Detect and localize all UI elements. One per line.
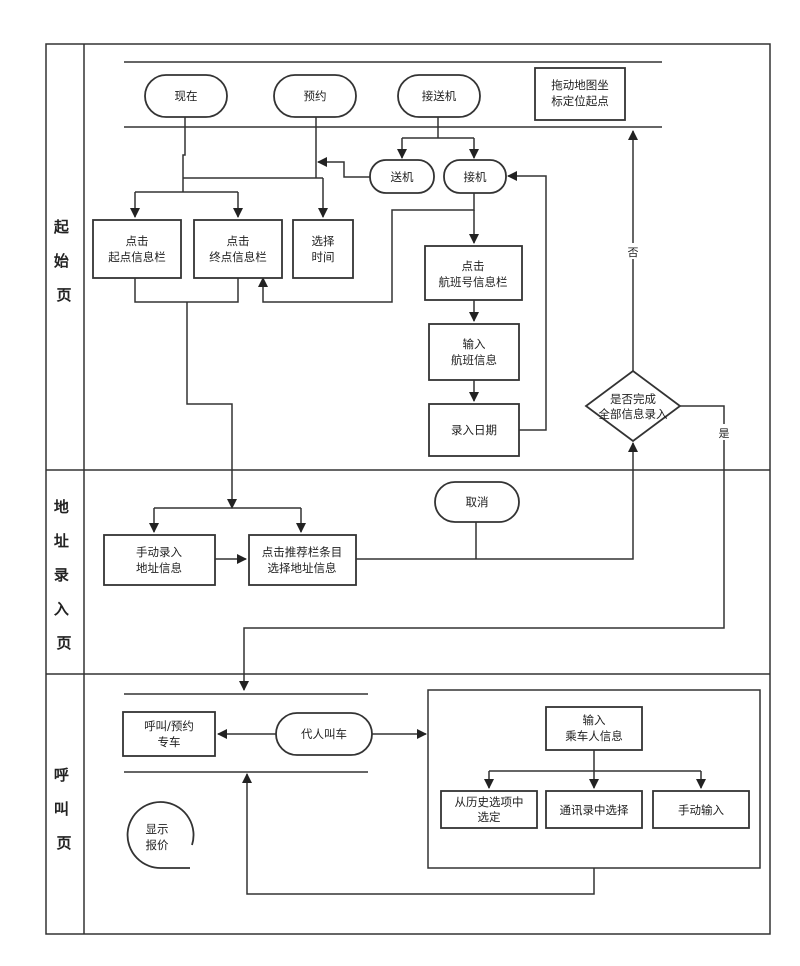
node-cancel [434,481,520,523]
label-drag-map-1: 拖动地图坐 [551,78,609,92]
node-history [440,790,538,829]
label-manual-address-2: 地址信息 [136,561,182,575]
label-now: 现在 [175,89,198,103]
node-reserve [273,74,357,118]
node-contacts [545,790,643,829]
label-proxy-call: 代人叫车 [301,727,347,741]
label-select-time-1: 选择 [312,234,335,248]
label-enter-date: 录入日期 [451,423,497,437]
label-cancel: 取消 [466,495,489,509]
node-manual-input [652,790,750,829]
label-click-flight-2: 航班号信息栏 [439,275,508,289]
swimlane-frame [45,43,771,935]
node-click-suggest [248,534,357,586]
lane-label-address: 地 址 录 入 页 [54,498,74,652]
label-click-end-1: 点击 [227,234,250,248]
label-all-done-1: 是否完成 [610,392,656,406]
node-drag-map [534,67,626,121]
node-pick-up [443,159,507,194]
label-manual-address-1: 手动录入 [136,545,182,559]
label-send-off: 送机 [391,170,414,184]
node-now [144,74,228,118]
node-input-flight [428,323,520,381]
node-proxy-call [275,712,373,756]
node-click-start [92,219,182,279]
label-drag-map-2: 标定位起点 [551,94,609,108]
label-click-suggest-1: 点击推荐栏条目 [262,545,343,559]
label-contacts: 通讯录中选择 [560,803,629,817]
edge-label-no: 否 [628,246,639,259]
label-show-price-2: 报价 [146,838,169,852]
node-enter-date [428,403,520,457]
label-pick-up: 接机 [464,170,487,184]
connectors [130,117,761,895]
lane-label-start: 起 始 页 [53,218,74,304]
label-manual-input: 手动输入 [678,803,724,817]
node-click-end [193,219,283,279]
lane-label-call: 呼 叫 页 [54,766,74,852]
label-click-suggest-2: 选择地址信息 [268,561,337,575]
bracket-lines [124,61,662,773]
node-select-time [292,219,354,279]
node-send-off [369,159,435,194]
label-call-car-1: 呼叫/预约 [144,719,194,733]
node-show-price [126,801,195,869]
node-input-passenger [545,706,643,751]
label-click-start-1: 点击 [126,234,149,248]
node-click-flight [424,245,523,301]
label-show-price-1: 显示 [146,822,169,836]
node-manual-address [103,534,216,586]
label-input-passenger-1: 输入 [583,713,606,727]
label-reserve: 预约 [304,89,327,103]
edge-label-yes: 是 [719,427,730,440]
label-history-1: 从历史选项中 [455,795,524,809]
label-select-time-2: 时间 [312,250,335,264]
label-input-passenger-2: 乘车人信息 [565,729,623,743]
label-input-flight-2: 航班信息 [451,353,497,367]
label-click-flight-1: 点击 [462,259,485,273]
node-call-car [122,711,216,757]
label-click-start-2: 起点信息栏 [108,250,166,264]
label-call-car-2: 专车 [158,735,181,749]
label-pickup-dropoff: 接送机 [422,89,457,103]
label-click-end-2: 终点信息栏 [209,250,267,264]
label-history-2: 选定 [478,810,501,824]
node-all-done [584,369,682,443]
label-all-done-2: 全部信息录入 [599,407,668,421]
label-input-flight-1: 输入 [463,337,486,351]
node-pickup-dropoff [397,74,481,118]
